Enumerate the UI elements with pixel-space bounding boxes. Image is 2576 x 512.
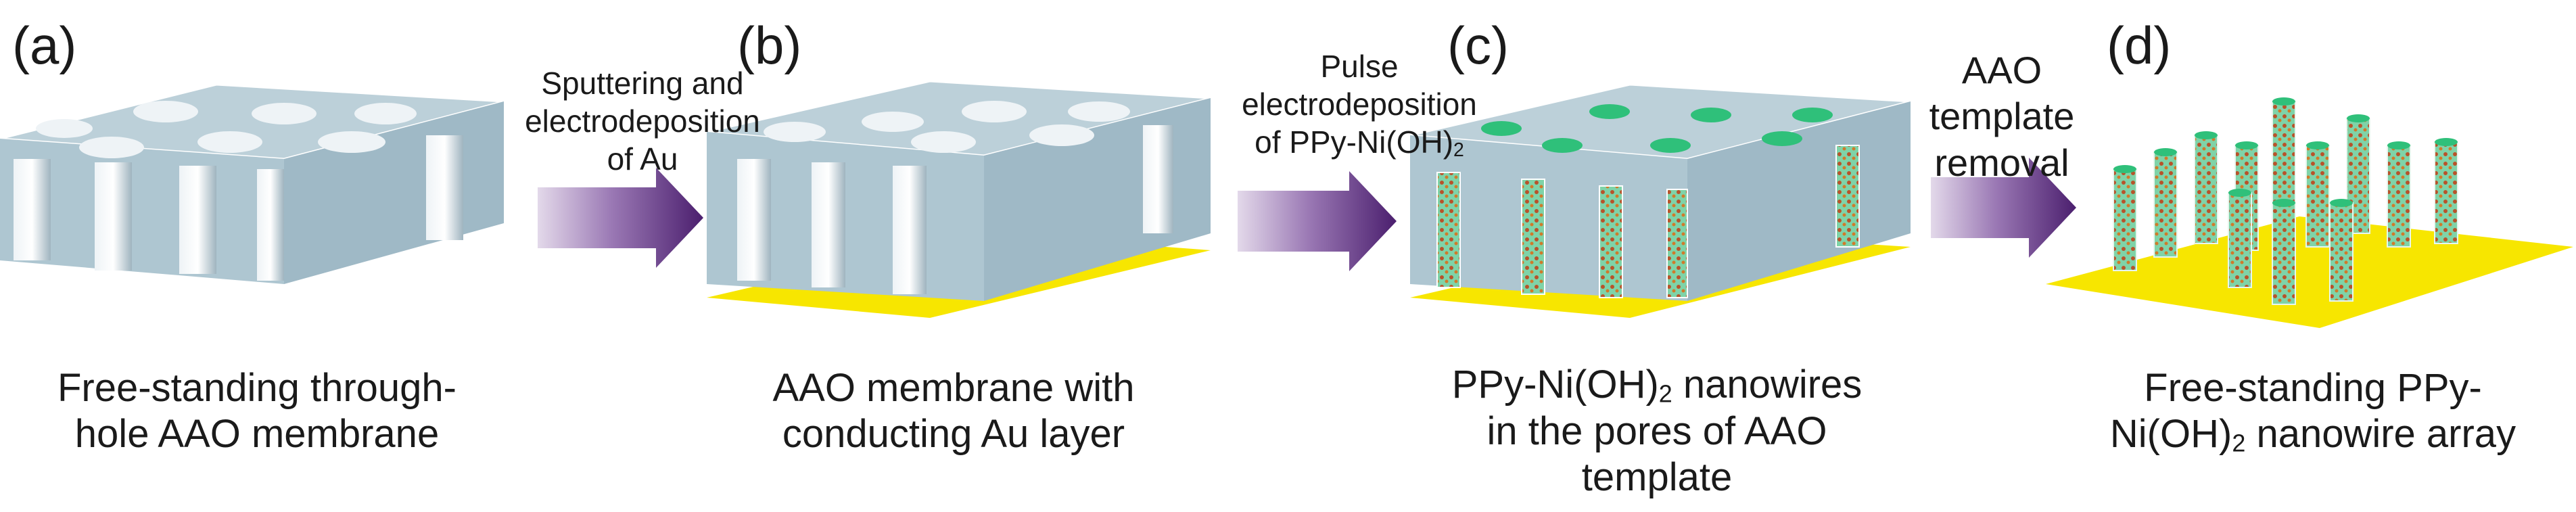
panel-label-c: (c): [1447, 16, 1509, 75]
arrow-step-1: [538, 168, 703, 268]
caption-a-line: Free-standing through-: [57, 366, 456, 410]
step-1-line: of Au: [607, 141, 678, 177]
step-3-line: AAO: [1961, 49, 2042, 91]
caption-d-line: nanowire array: [2256, 412, 2516, 457]
step-2-line: of PPy-Ni(OH): [1255, 124, 1454, 160]
panel-label-d: (d): [2107, 16, 2172, 75]
panel-a-membrane: [0, 83, 505, 284]
caption-b-line: AAO membrane with: [772, 366, 1135, 410]
caption-c-subscript: 2: [1658, 379, 1672, 408]
arrow-step-2: [1238, 171, 1397, 271]
step-1-text: Sputtering and electrodeposition of Au: [500, 64, 784, 178]
panel-b-membrane: [706, 80, 1211, 318]
panel-label-a: (a): [12, 16, 77, 75]
step-3-line: template: [1929, 95, 2075, 138]
caption-c: PPy-Ni(OH)2 nanowires in the pores of AA…: [1400, 362, 1914, 501]
caption-c-line: PPy-Ni(OH): [1451, 363, 1659, 406]
step-1-line: electrodeposition: [525, 103, 760, 139]
caption-d: Free-standing PPy- Ni(OH)2 nanowire arra…: [2076, 365, 2550, 458]
step-2-line: electrodeposition: [1242, 87, 1477, 122]
step-2-text: Pulse electrodeposition of PPy-Ni(OH)2: [1224, 47, 1495, 162]
panel-label-b: (b): [737, 16, 802, 75]
step-1-line: Sputtering and: [541, 66, 744, 101]
step-2-subscript: 2: [1453, 139, 1464, 162]
caption-a: Free-standing through- hole AAO membrane: [14, 365, 500, 458]
caption-c-line: in the pores of AAO: [1486, 409, 1827, 453]
caption-d-line: Ni(OH): [2109, 412, 2232, 457]
panel-d-nanowire-array: [2046, 97, 2573, 328]
caption-b-line: conducting Au layer: [782, 412, 1125, 457]
caption-a-line: hole AAO membrane: [74, 412, 440, 457]
step-3-line: removal: [1934, 141, 2069, 184]
caption-c-line: template: [1581, 455, 1733, 500]
caption-b: AAO membrane with conducting Au layer: [730, 365, 1177, 458]
step-3-text: AAO template removal: [1914, 47, 2090, 186]
panel-c-membrane: [1409, 83, 1911, 318]
step-2-line: Pulse: [1320, 49, 1399, 84]
caption-c-line: nanowires: [1683, 363, 1863, 406]
caption-d-line: Free-standing PPy-: [2144, 366, 2482, 410]
caption-d-subscript: 2: [2232, 429, 2246, 457]
arrow-step-3: [1931, 158, 2076, 258]
